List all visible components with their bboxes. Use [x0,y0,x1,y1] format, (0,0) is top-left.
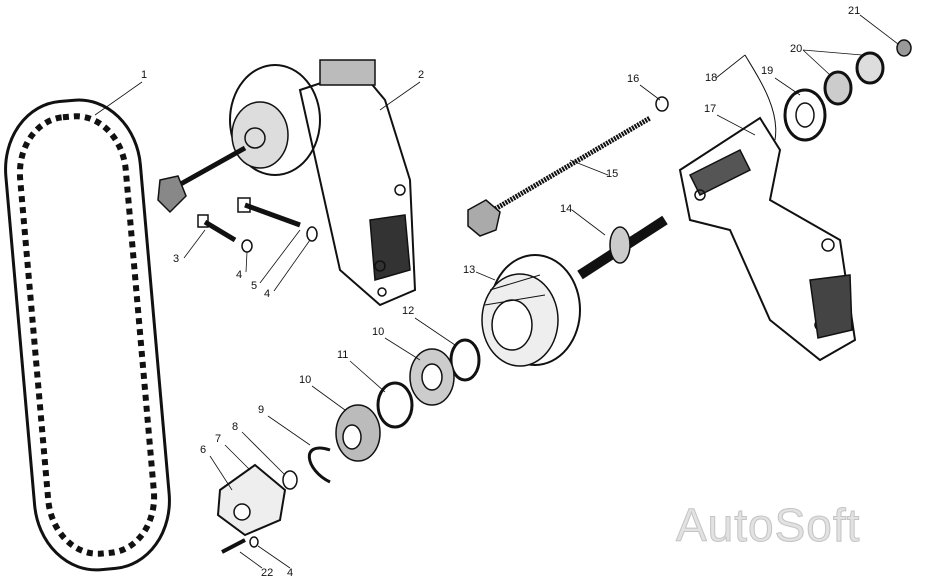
tensioner-bracket [157,59,417,307]
toothed-belt [4,98,171,572]
part-label-12: 12 [402,305,415,317]
watermark: AutoSoft [675,499,861,551]
part-label-11: 11 [337,349,349,361]
part-label-14: 14 [560,203,573,215]
part-label-16: 16 [627,73,640,85]
long-bolt [467,96,669,237]
part-label-15: 15 [606,168,619,180]
part-label-20: 20 [790,43,803,55]
part-label-5: 5 [251,280,258,292]
part-label-8: 8 [232,421,239,433]
part-label-13: 13 [463,264,476,276]
part-label-6: 6 [200,444,207,456]
part-label-7: 7 [215,433,222,445]
bearing-cover [216,463,287,554]
part-label-3: 3 [173,253,180,265]
part-label-18: 18 [705,72,718,84]
nuts [783,39,912,142]
part-label-10: 10 [372,326,385,338]
part-label-21: 21 [848,5,861,17]
mounting-bracket [678,54,857,362]
part-label-22: 22 [261,567,274,579]
bearings-and-rings [282,338,481,490]
part-label-9: 9 [258,404,265,416]
part-label-10b: 10 [299,374,312,386]
bolts-and-washers [197,197,318,253]
pulley [481,254,581,367]
part-label-1: 1 [141,69,148,81]
part-label-4c: 4 [287,567,294,579]
part-label-19: 19 [761,65,774,77]
leader-lines [94,14,899,569]
part-label-17: 17 [704,103,717,115]
part-label-4b: 4 [264,288,271,300]
part-label-2: 2 [418,69,425,81]
part-label-4: 4 [236,269,243,281]
axle [577,215,668,280]
